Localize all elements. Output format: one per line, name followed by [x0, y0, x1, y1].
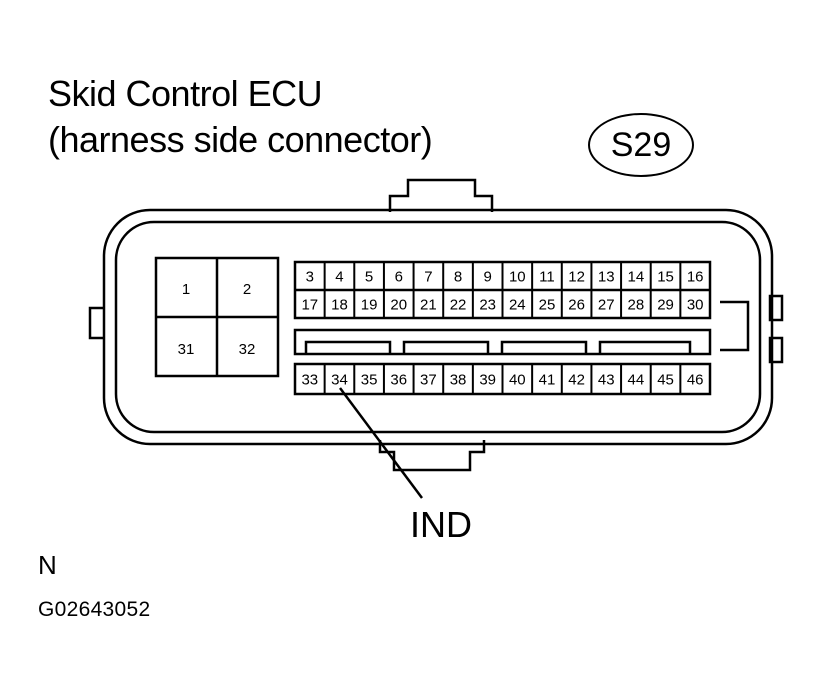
pin-16-label: 16 — [687, 269, 704, 286]
connector-right-tab — [720, 300, 750, 352]
pin-4-label: 4 — [335, 269, 343, 286]
ind-label: IND — [410, 504, 472, 545]
title-line-2: (harness side connector) — [48, 119, 433, 160]
pin-2-label: 2 — [243, 281, 251, 298]
pin-28-label: 28 — [628, 297, 645, 314]
pin-27-label: 27 — [598, 297, 615, 314]
pin-25-label: 25 — [539, 297, 556, 314]
pin-36-label: 36 — [390, 372, 407, 389]
pin-30-label: 30 — [687, 297, 704, 314]
pin-21-label: 21 — [420, 297, 437, 314]
pin-15-label: 15 — [657, 269, 674, 286]
pin-11-label: 11 — [539, 269, 555, 286]
pin-31-label: 31 — [178, 341, 195, 358]
pin-7-label: 7 — [424, 269, 432, 286]
pin-33-label: 33 — [301, 372, 318, 389]
title-line-1: Skid Control ECU — [48, 73, 323, 114]
pin-43-label: 43 — [598, 372, 615, 389]
pin-23-label: 23 — [479, 297, 496, 314]
pin-44-label: 44 — [628, 372, 645, 389]
pin-24-label: 24 — [509, 297, 526, 314]
pin-8-label: 8 — [454, 269, 462, 286]
pin-18-label: 18 — [331, 297, 348, 314]
pin-29-label: 29 — [657, 297, 674, 314]
pin-19-label: 19 — [361, 297, 378, 314]
connector-housing-outer — [102, 208, 774, 446]
pin-3-label: 3 — [306, 269, 314, 286]
connector-bottom-tab — [378, 440, 486, 472]
pin-32-label: 32 — [239, 341, 256, 358]
pin-26-label: 26 — [568, 297, 585, 314]
pin-41-label: 41 — [539, 372, 556, 389]
note-letter: N — [38, 550, 57, 580]
pin-22-label: 22 — [450, 297, 467, 314]
pin-39-label: 39 — [479, 372, 496, 389]
pin-20-label: 20 — [390, 297, 407, 314]
pin-10-label: 10 — [509, 269, 526, 286]
pin-1-label: 1 — [182, 281, 190, 298]
pin-37-label: 37 — [420, 372, 437, 389]
pin-42-label: 42 — [568, 372, 585, 389]
pin-40-label: 40 — [509, 372, 526, 389]
connector-right-clip-top — [768, 294, 784, 322]
connector-code-badge: S29 — [588, 113, 694, 177]
pin-14-label: 14 — [628, 269, 645, 286]
pin-38-label: 38 — [450, 372, 467, 389]
connector-top-tab — [388, 178, 494, 212]
pin-12-label: 12 — [568, 269, 585, 286]
figure-code: G02643052 — [38, 598, 151, 621]
pin-34-label: 34 — [331, 372, 348, 389]
pin-35-label: 35 — [361, 372, 378, 389]
pin-9-label: 9 — [484, 269, 492, 286]
connector-right-clip-bottom — [768, 336, 784, 364]
pin-17-label: 17 — [301, 297, 318, 314]
pin-5-label: 5 — [365, 269, 373, 286]
connector-left-notch — [88, 306, 104, 340]
pin-45-label: 45 — [657, 372, 674, 389]
ind-leader-line — [338, 387, 424, 499]
connector-housing-inner — [114, 220, 762, 434]
pin-13-label: 13 — [598, 269, 615, 286]
pin-46-label: 46 — [687, 372, 704, 389]
pin-6-label: 6 — [395, 269, 403, 286]
